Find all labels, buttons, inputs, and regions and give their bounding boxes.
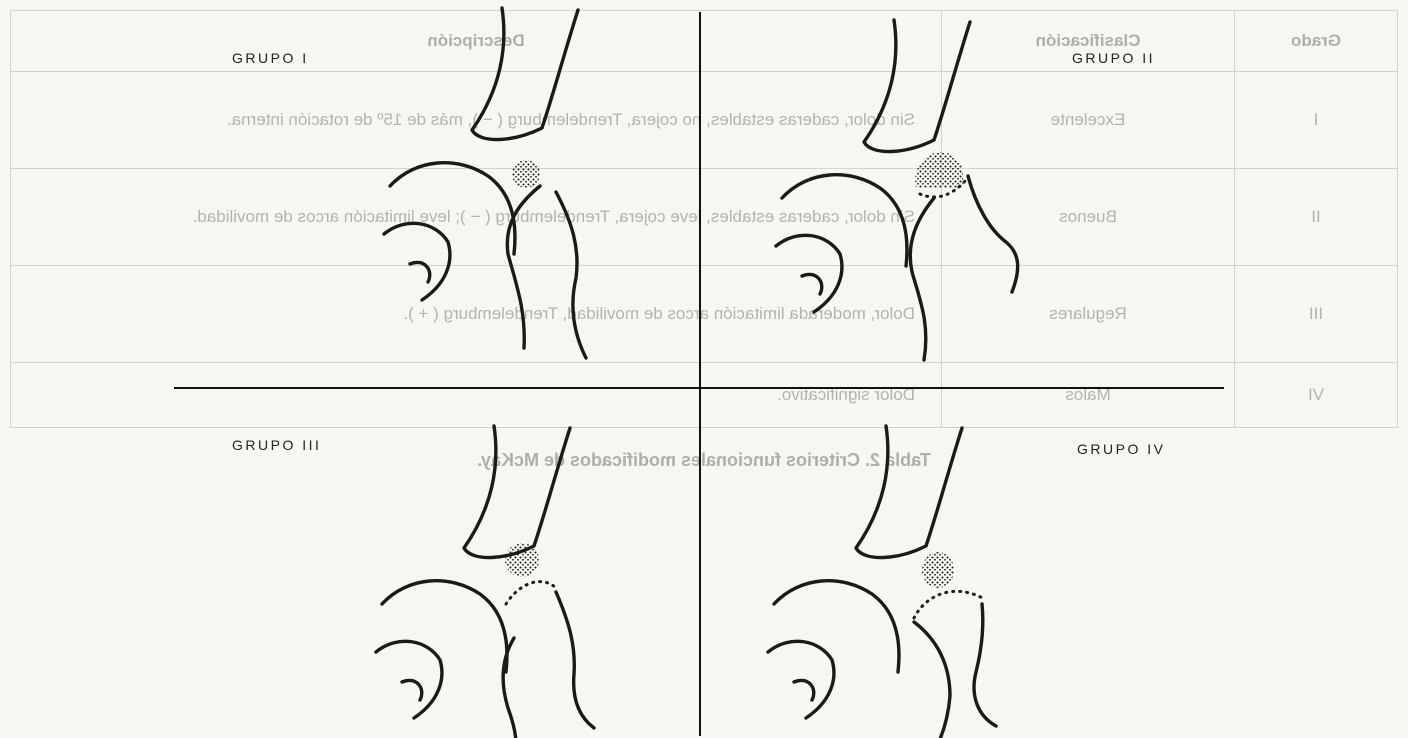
femur-outline	[503, 638, 516, 738]
femur-outline	[974, 604, 996, 726]
pelvis-outline	[376, 426, 570, 718]
femur-outline	[556, 592, 594, 728]
femur-outline	[507, 186, 586, 358]
hip-sketch-group-3	[376, 426, 594, 738]
dotted-epiphysis-line	[914, 591, 986, 618]
femur-outline	[910, 198, 934, 360]
hip-sketch-group-1	[384, 8, 586, 358]
hip-sketch-group-4	[768, 426, 996, 738]
grid-lines	[174, 12, 1224, 736]
femur-outline	[968, 176, 1018, 292]
group-label: GRUPO I	[232, 50, 309, 66]
dotted-epiphysis-line	[506, 582, 558, 604]
femoral-head-nucleus	[512, 160, 540, 188]
femoral-head-nucleus	[505, 543, 539, 577]
group-label: GRUPO IV	[1077, 441, 1165, 457]
group-label: GRUPO II	[1072, 50, 1155, 66]
pelvis-outline	[384, 8, 578, 300]
femoral-head-nucleus	[922, 552, 954, 588]
hip-sketch-group-2	[776, 20, 1018, 360]
femur-outline	[914, 622, 950, 738]
femoral-head-nucleus	[915, 152, 963, 188]
group-label: GRUPO III	[232, 437, 321, 453]
